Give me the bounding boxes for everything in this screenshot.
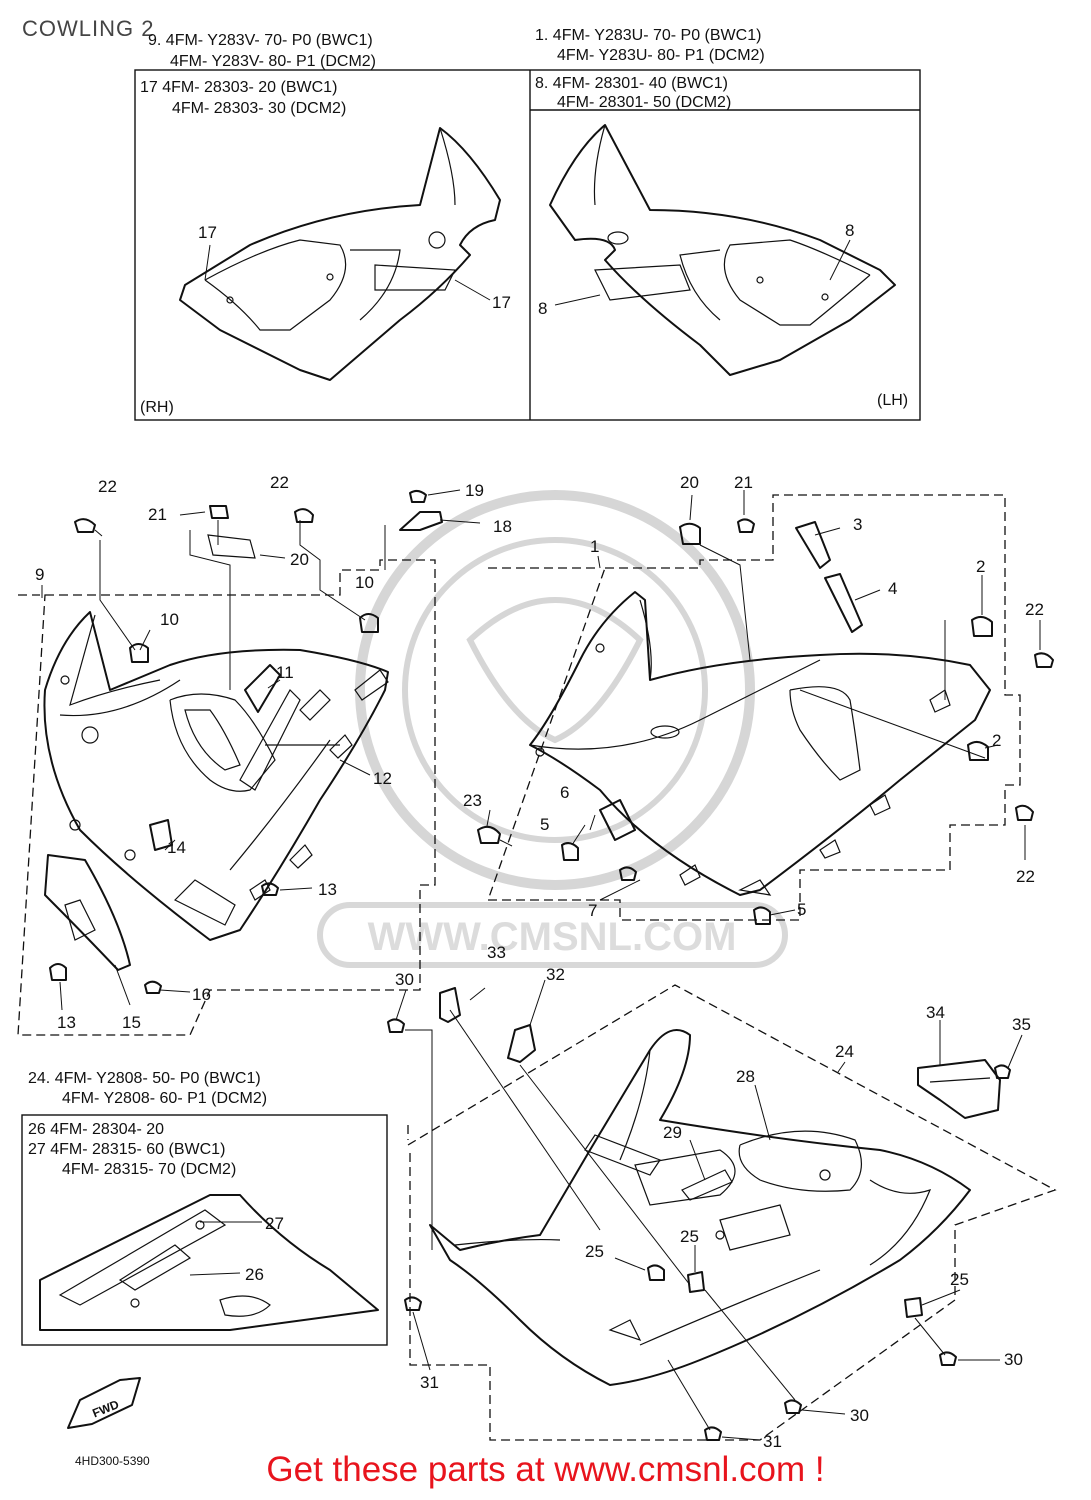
top-inset-box: 17 4FM- 28303- 20 (BWC1) 4FM- 28303- 30 …	[134, 69, 921, 421]
lh-box-line2: 4FM- 28301- 50 (DCM2)	[557, 94, 731, 111]
label-14: 14	[167, 838, 186, 857]
label-7: 7	[588, 901, 597, 920]
header-right-line2: 4FM- Y283U- 80- P1 (DCM2)	[557, 47, 765, 64]
lh-side-panel-drawing	[549, 124, 896, 376]
label-25-c: 25	[950, 1270, 969, 1289]
label-21-a: 21	[148, 505, 167, 524]
right-cowling-assembly: 9	[17, 473, 512, 1036]
label-4: 4	[888, 579, 897, 598]
rh-box-line1: 17 4FM- 28303- 20 (BWC1)	[140, 79, 337, 96]
label-5-b: 5	[797, 900, 806, 919]
label-8-b: 8	[845, 221, 854, 240]
label-2-a: 2	[976, 557, 985, 576]
label-21-b: 21	[734, 473, 753, 492]
drawing-code: 4HD300-5390	[75, 1454, 150, 1468]
label-23: 23	[463, 791, 482, 810]
label-13-a: 13	[318, 880, 337, 899]
label-32: 32	[546, 965, 565, 984]
header-right-line1: 1. 4FM- Y283U- 70- P0 (BWC1)	[535, 27, 761, 44]
label-22-c: 22	[1025, 600, 1044, 619]
label-19: 19	[465, 481, 484, 500]
label-5-a: 5	[540, 815, 549, 834]
top-header: 9. 4FM- Y283V- 70- P0 (BWC1) 4FM- Y283V-…	[148, 27, 765, 70]
label-10-b: 10	[160, 610, 179, 629]
label-35: 35	[1012, 1015, 1031, 1034]
rh-side-panel-drawing	[179, 127, 501, 381]
label-22-d: 22	[1016, 867, 1035, 886]
lh-box-line1: 8. 4FM- 28301- 40 (BWC1)	[535, 75, 728, 92]
label-30-a: 30	[395, 970, 414, 989]
label-3: 3	[853, 515, 862, 534]
rh-side-label: (RH)	[140, 399, 174, 416]
lh-side-label: (LH)	[877, 392, 908, 409]
lower-header: 24. 4FM- Y2808- 50- P0 (BWC1) 4FM- Y2808…	[21, 1070, 388, 1346]
label-11: 11	[276, 663, 294, 682]
label-15: 15	[122, 1013, 141, 1032]
lower-box-line3: 4FM- 28315- 70 (DCM2)	[62, 1161, 236, 1178]
label-9: 9	[35, 565, 44, 584]
label-17-a: 17	[198, 223, 217, 242]
footer-link-text[interactable]: Get these parts at www.cmsnl.com !	[266, 1450, 825, 1489]
label-6: 6	[560, 783, 569, 802]
label-24: 24	[835, 1042, 854, 1061]
watermark-logo: WWW.CMSNL.COM	[317, 490, 788, 968]
page-title: COWLING 2	[22, 16, 155, 41]
label-33: 33	[487, 943, 506, 962]
label-10-a: 10	[355, 573, 374, 592]
label-28: 28	[736, 1067, 755, 1086]
label-31-a: 31	[420, 1373, 439, 1392]
label-13-b: 13	[57, 1013, 76, 1032]
label-25-b: 25	[680, 1227, 699, 1246]
watermark-text: WWW.CMSNL.COM	[368, 915, 737, 959]
lower-header-line1: 24. 4FM- Y2808- 50- P0 (BWC1)	[28, 1070, 261, 1087]
label-22-a: 22	[98, 477, 117, 496]
rh-box-line2: 4FM- 28303- 30 (DCM2)	[172, 100, 346, 117]
left-cowling-assembly: 1	[463, 473, 1054, 925]
label-26: 26	[245, 1265, 264, 1284]
label-29: 29	[663, 1123, 682, 1142]
label-8-a: 8	[538, 299, 547, 318]
label-17-b: 17	[492, 293, 511, 312]
lower-box-line1: 26 4FM- 28304- 20	[28, 1121, 164, 1138]
label-30-c: 30	[850, 1406, 869, 1425]
label-20-b: 20	[680, 473, 699, 492]
under-cowling-assembly: 24	[387, 943, 1057, 1451]
label-16: 16	[192, 985, 211, 1004]
label-2-b: 2	[992, 731, 1001, 750]
fwd-arrow-icon: FWD	[67, 1377, 141, 1429]
lower-box-line2: 27 4FM- 28315- 60 (BWC1)	[28, 1141, 225, 1158]
header-left-line1: 9. 4FM- Y283V- 70- P0 (BWC1)	[148, 32, 373, 49]
lower-header-line2: 4FM- Y2808- 60- P1 (DCM2)	[62, 1090, 267, 1107]
label-22-b: 22	[270, 473, 289, 492]
label-1: 1	[590, 537, 599, 556]
label-12: 12	[373, 769, 392, 788]
header-left-line2: 4FM- Y283V- 80- P1 (DCM2)	[170, 53, 376, 70]
label-30-b: 30	[1004, 1350, 1023, 1369]
label-18: 18	[493, 517, 512, 536]
label-20-a: 20	[290, 550, 309, 569]
label-31-b: 31	[763, 1432, 782, 1451]
label-27: 27	[265, 1214, 284, 1233]
label-34: 34	[926, 1003, 945, 1022]
label-25-a: 25	[585, 1242, 604, 1261]
